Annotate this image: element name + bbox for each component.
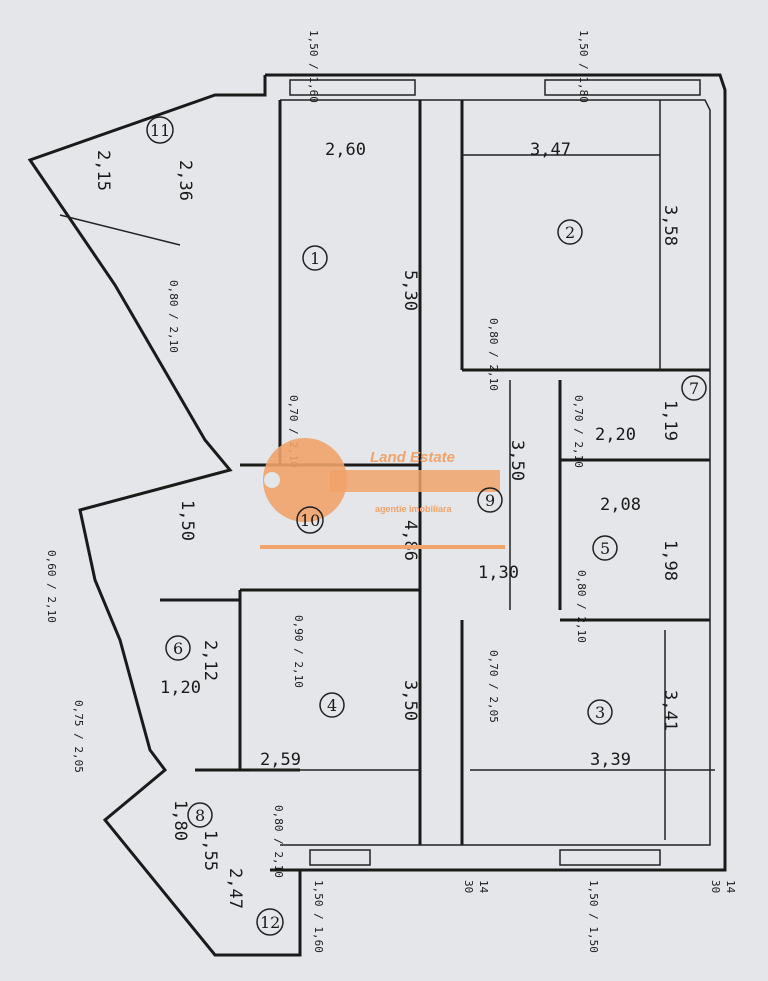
- svg-text:2: 2: [565, 223, 575, 242]
- svg-text:9: 9: [485, 491, 495, 510]
- window-mark: 1,50 / 1,60: [312, 880, 325, 953]
- edge-mark: 30: [462, 880, 475, 893]
- room-number-3: 3: [587, 699, 613, 725]
- dim-room9-width: 1,30: [478, 563, 519, 583]
- dim-room11-length: 2,36: [175, 160, 195, 201]
- windows: [289, 79, 701, 866]
- dim-room5-length: 1,98: [660, 540, 680, 581]
- svg-text:1: 1: [310, 249, 320, 268]
- door-mark: 0,90 / 2,10: [292, 615, 305, 688]
- dim-room2-length: 3,58: [660, 205, 680, 246]
- dim-room2-width: 3,47: [530, 140, 571, 160]
- room-number-10: 10: [296, 506, 324, 534]
- edge-mark: 14: [724, 880, 737, 894]
- edge-mark: 14: [477, 880, 490, 894]
- dim-room4-length: 3,50: [400, 680, 420, 721]
- door-mark: 0,60 / 2,10: [45, 550, 58, 623]
- dim-room9-length: 3,50: [507, 440, 527, 481]
- door-mark: 0,80 / 2,10: [272, 805, 285, 878]
- room-number-9: 9: [477, 487, 503, 513]
- room-number-2: 2: [557, 219, 583, 245]
- edge-mark: 30: [709, 880, 722, 893]
- watermark-brand: Land Estate: [370, 449, 455, 466]
- door-mark: 0,80 / 2,10: [167, 280, 180, 353]
- dim-room3-length: 3,41: [660, 690, 680, 731]
- room-number-6: 6: [165, 635, 191, 661]
- dim-room5-width: 2,08: [600, 495, 641, 515]
- window-mark: 1,50 / 1,50: [587, 880, 600, 953]
- dim-room1-length: 5,30: [400, 270, 420, 311]
- dim-room7-length: 1,19: [660, 400, 680, 441]
- dim-room7-width: 2,20: [595, 425, 636, 445]
- door-mark: 0,80 / 2,10: [487, 318, 500, 391]
- room-number-8: 8: [187, 802, 213, 828]
- room-numbers: 1 2 3 4 5 6 7 8 9 10 11 12: [146, 116, 707, 936]
- dim-room8-width: 1,80: [170, 800, 190, 841]
- door-mark: 0,80 / 2,10: [575, 570, 588, 643]
- door-mark: 0,70 / 2,05: [487, 650, 500, 723]
- dim-room3-width: 3,39: [590, 750, 631, 770]
- dim-room1-width: 2,60: [325, 140, 366, 160]
- dim-room6-width: 1,20: [160, 678, 201, 698]
- watermark-logo: Land Estate agentie imobiliara: [260, 438, 505, 549]
- svg-text:8: 8: [195, 806, 205, 825]
- outer-walls: [27, 73, 727, 957]
- watermark-tagline: agentie imobiliara: [375, 504, 453, 514]
- dimension-labels: 2,60 5,30 3,47 3,58 3,39 3,41 2,59 3,50 …: [93, 140, 680, 909]
- room-number-7: 7: [681, 375, 707, 401]
- svg-text:5: 5: [600, 539, 610, 558]
- dim-room11-width: 2,15: [93, 150, 113, 191]
- door-mark: 0,75 / 2,05: [72, 700, 85, 773]
- svg-text:6: 6: [173, 639, 183, 658]
- room-number-5: 5: [592, 535, 618, 561]
- window-mark: 1,50 / 1,80: [577, 30, 590, 103]
- svg-text:12: 12: [260, 913, 280, 932]
- dim-room6-length: 2,12: [200, 640, 220, 681]
- room-number-11: 11: [146, 116, 174, 144]
- svg-text:10: 10: [300, 511, 320, 530]
- svg-text:11: 11: [150, 121, 170, 140]
- dim-room4-width: 2,59: [260, 750, 301, 770]
- room-number-1: 1: [302, 245, 328, 271]
- dim-room10-width: 1,50: [177, 500, 197, 541]
- door-mark: 0,70 / 2,10: [572, 395, 585, 468]
- dim-room8-length: 1,55: [200, 830, 220, 871]
- window-mark: 1,50 / 1,60: [307, 30, 320, 103]
- svg-text:7: 7: [689, 379, 699, 398]
- svg-text:3: 3: [595, 703, 605, 722]
- dim-room10-length: 4,86: [400, 520, 420, 561]
- key-icon: [263, 438, 347, 522]
- svg-text:4: 4: [327, 696, 337, 715]
- room-number-4: 4: [319, 692, 345, 718]
- room-number-12: 12: [256, 908, 284, 936]
- dim-room12: 2,47: [225, 868, 245, 909]
